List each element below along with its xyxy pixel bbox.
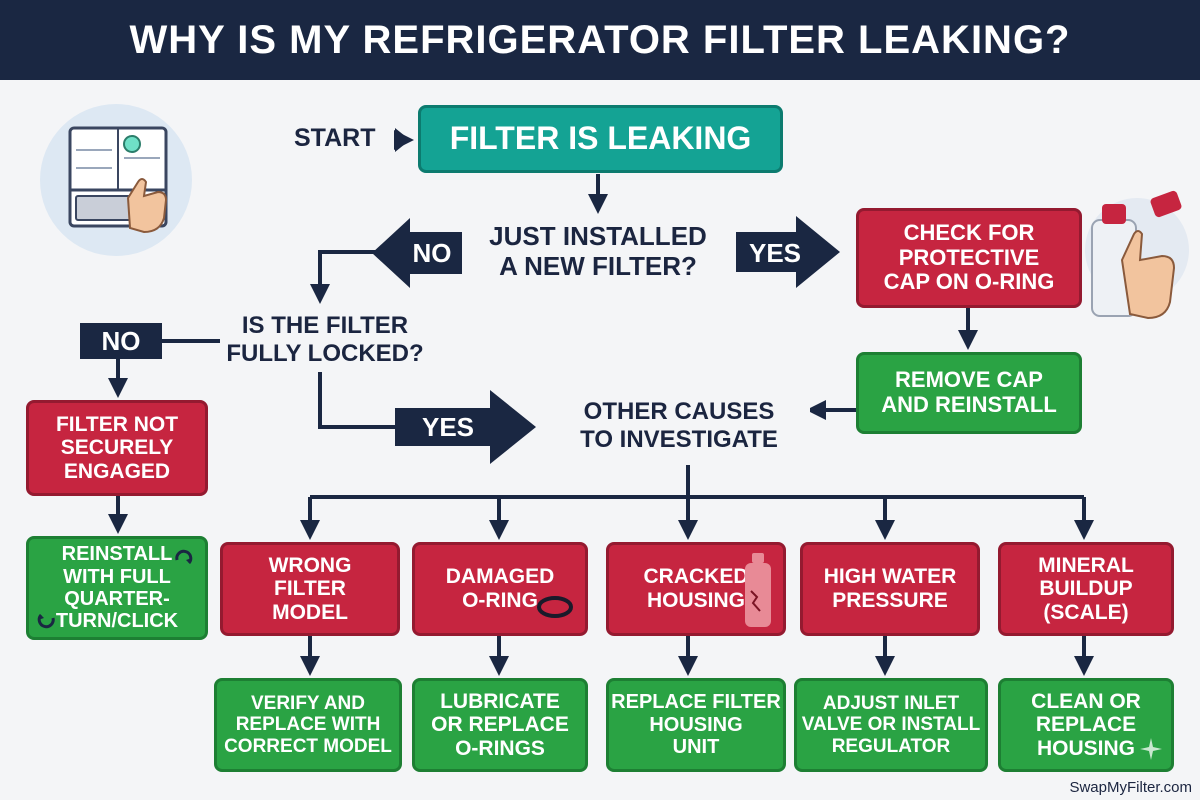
rotate-clockwise-icon: [175, 549, 193, 565]
filter-leaking-box: FILTER IS LEAKING: [418, 105, 783, 173]
cause-cracked-housing-text: CRACKED HOUSING: [643, 565, 749, 612]
remove-cap-box: REMOVE CAP AND REINSTALL: [856, 352, 1082, 434]
cause-cracked-housing-box: CRACKED HOUSING: [606, 542, 786, 636]
question-fully-locked: IS THE FILTER FULLY LOCKED?: [220, 312, 430, 368]
cause-damaged-oring-box: DAMAGED O-RING: [412, 542, 588, 636]
question-new-filter: JUST INSTALLED A NEW FILTER?: [478, 221, 718, 282]
fix-replace-housing-unit-box: REPLACE FILTER HOUSING UNIT: [606, 678, 786, 772]
rotate-counterclockwise-icon: [37, 613, 55, 629]
refrigerator-hand-icon: [40, 104, 192, 256]
page-title: WHY IS MY REFRIGERATOR FILTER LEAKING?: [0, 0, 1200, 80]
no-label-shape-2: [80, 323, 162, 359]
sparkle-icon: [1140, 738, 1162, 760]
cause-wrong-model-box: WRONG FILTER MODEL: [220, 542, 400, 636]
no-label-2: NO: [101, 325, 141, 356]
fix-adjust-valve-box: ADJUST INLET VALVE OR INSTALL REGULATOR: [794, 678, 988, 772]
yes-arrow-shape-2: [395, 390, 536, 464]
arrow-no-to-locked: [310, 250, 380, 304]
yes-label-2: YES: [421, 411, 475, 442]
cause-high-pressure-box: HIGH WATER PRESSURE: [800, 542, 980, 636]
no-label-1: NO: [412, 237, 452, 268]
filter-cap-hand-icon: [1085, 190, 1189, 320]
check-cap-box: CHECK FOR PROTECTIVE CAP ON O-RING: [856, 208, 1082, 308]
fix-lubricate-oring-box: LUBRICATE OR REPLACE O-RINGS: [412, 678, 588, 772]
reinstall-box: REINSTALL WITH FULL QUARTER- TURN/CLICK: [26, 536, 208, 640]
fix-verify-model-box: VERIFY AND REPLACE WITH CORRECT MODEL: [214, 678, 402, 772]
yes-arrow-shape-1: [736, 216, 840, 288]
watermark: SwapMyFilter.com: [1069, 779, 1192, 796]
no-arrow-shape-1: [372, 218, 462, 288]
reinstall-text: REINSTALL WITH FULL QUARTER- TURN/CLICK: [55, 543, 179, 633]
cracked-housing-icon: [745, 553, 771, 627]
fix-clean-housing-text: CLEAN OR REPLACE HOUSING: [1031, 689, 1141, 760]
fix-clean-housing-box: CLEAN OR REPLACE HOUSING: [998, 678, 1174, 772]
cause-mineral-buildup-box: MINERAL BUILDUP (SCALE): [998, 542, 1174, 636]
o-ring-icon: [537, 596, 573, 618]
other-causes-label: OTHER CAUSES TO INVESTIGATE: [548, 398, 810, 454]
line-locked-yes: [318, 372, 395, 429]
yes-label-1: YES: [748, 237, 802, 268]
start-label: START: [294, 124, 376, 152]
cause-damaged-oring-text: DAMAGED O-RING: [445, 565, 555, 612]
not-engaged-box: FILTER NOT SECURELY ENGAGED: [26, 400, 208, 496]
